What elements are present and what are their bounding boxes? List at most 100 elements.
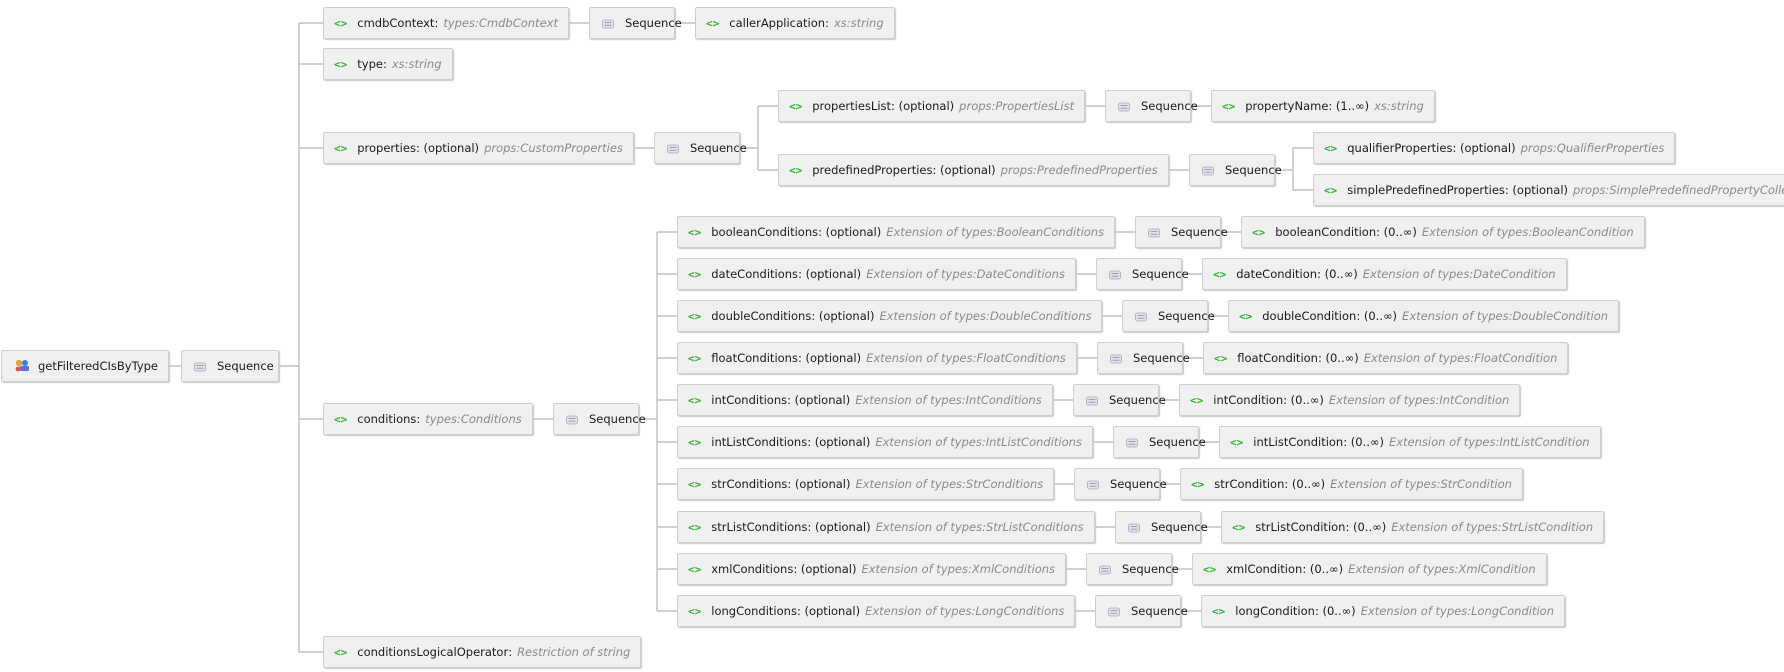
sequence-label: Sequence — [1132, 267, 1189, 281]
element-node[interactable]: <>conditionsLogicalOperator :Restriction… — [323, 636, 642, 668]
element-cardinality: : (optional) — [811, 309, 875, 323]
element-cardinality: : (optional) — [932, 163, 996, 177]
sequence-node[interactable]: Sequence — [1097, 342, 1190, 374]
element-node[interactable]: <>type :xs:string — [323, 48, 453, 80]
element-cardinality: : — [416, 412, 421, 426]
element-name: intListConditions — [711, 435, 808, 449]
element-node[interactable]: <>booleanCondition : (0..∞)Extension of … — [1241, 216, 1645, 248]
element-cardinality: : (optional) — [787, 477, 851, 491]
element-node[interactable]: <>strCondition : (0..∞)Extension of type… — [1180, 468, 1523, 500]
element-name: cmdbContext — [357, 16, 435, 30]
element-node[interactable]: <>floatConditions : (optional)Extension … — [677, 342, 1077, 374]
element-type: Extension of types:BooleanCondition — [1421, 225, 1634, 239]
sequence-icon — [1148, 227, 1160, 238]
element-icon: <> — [1324, 183, 1338, 197]
element-name: strListConditions — [711, 520, 808, 534]
element-node[interactable]: <>floatCondition : (0..∞)Extension of ty… — [1203, 342, 1569, 374]
element-node[interactable]: <>dateCondition : (0..∞)Extension of typ… — [1202, 258, 1567, 290]
sequence-node[interactable]: Sequence — [1189, 154, 1282, 186]
element-name: doubleConditions — [711, 309, 812, 323]
element-node[interactable]: <>intConditions : (optional)Extension of… — [677, 384, 1053, 416]
sequence-node[interactable]: Sequence — [553, 403, 646, 435]
element-name: longCondition — [1235, 604, 1315, 618]
element-type: Extension of types:DateCondition — [1362, 267, 1556, 281]
element-name: strCondition — [1214, 477, 1285, 491]
sequence-node[interactable]: Sequence — [1074, 468, 1167, 500]
element-node[interactable]: <>strListCondition : (0..∞)Extension of … — [1221, 511, 1605, 543]
element-icon: <> — [1191, 477, 1205, 491]
element-node[interactable]: <>propertyName : (1..∞)xs:string — [1211, 90, 1435, 122]
element-node[interactable]: <>intListCondition : (0..∞)Extension of … — [1219, 426, 1601, 458]
sequence-label: Sequence — [690, 141, 747, 155]
sequence-icon — [1202, 165, 1214, 176]
element-node[interactable]: <>simplePredefinedProperties : (optional… — [1313, 174, 1784, 206]
sequence-icon — [566, 414, 578, 425]
element-node[interactable]: <>xmlCondition : (0..∞)Extension of type… — [1192, 553, 1547, 585]
sequence-icon — [1128, 522, 1140, 533]
element-cardinality: : (optional) — [891, 99, 955, 113]
sequence-icon — [602, 18, 614, 29]
sequence-node[interactable]: Sequence — [1115, 511, 1208, 543]
element-cardinality: : (optional) — [1452, 141, 1516, 155]
sequence-node[interactable]: Sequence — [1096, 258, 1189, 290]
element-cardinality: : (optional) — [798, 267, 862, 281]
element-name: callerApplication — [729, 16, 826, 30]
sequence-node[interactable]: Sequence — [1135, 216, 1228, 248]
sequence-node[interactable]: Sequence — [1095, 595, 1188, 627]
element-name: booleanConditions — [711, 225, 819, 239]
element-node[interactable]: <>strListConditions : (optional)Extensio… — [677, 511, 1095, 543]
sequence-node[interactable]: Sequence — [1105, 90, 1198, 122]
element-cardinality: : (0..∞) — [1317, 351, 1359, 365]
sequence-label: Sequence — [1225, 163, 1282, 177]
sequence-node[interactable]: Sequence — [181, 350, 279, 382]
element-name: doubleCondition — [1262, 309, 1357, 323]
element-node[interactable]: <>doubleCondition : (0..∞)Extension of t… — [1228, 300, 1620, 332]
element-node[interactable]: <>callerApplication :xs:string — [695, 7, 895, 39]
sequence-node[interactable]: Sequence — [1086, 553, 1179, 585]
element-icon: <> — [688, 477, 702, 491]
element-name: intListCondition — [1253, 435, 1344, 449]
sequence-icon — [1118, 101, 1130, 112]
element-icon: <> — [688, 562, 702, 576]
element-name: strListCondition — [1255, 520, 1346, 534]
element-node[interactable]: <>doubleConditions : (optional)Extension… — [677, 300, 1103, 332]
element-node[interactable]: <>dateConditions : (optional)Extension o… — [677, 258, 1076, 290]
element-icon: <> — [688, 267, 702, 281]
sequence-node[interactable]: Sequence — [654, 132, 747, 164]
sequence-node[interactable]: Sequence — [1122, 300, 1215, 332]
sequence-node[interactable]: Sequence — [1113, 426, 1206, 458]
element-name: xmlCondition — [1226, 562, 1303, 576]
element-name: intCondition — [1213, 393, 1284, 407]
sequence-icon — [1087, 479, 1099, 490]
element-node[interactable]: <>strConditions : (optional)Extension of… — [677, 468, 1055, 500]
element-node[interactable]: <>xmlConditions : (optional)Extension of… — [677, 553, 1067, 585]
element-cardinality: : — [508, 645, 513, 659]
element-name: floatCondition — [1237, 351, 1318, 365]
sequence-label: Sequence — [1131, 604, 1188, 618]
element-icon: <> — [1203, 562, 1217, 576]
element-node[interactable]: <>booleanConditions : (optional)Extensio… — [677, 216, 1116, 248]
element-node[interactable]: <>cmdbContext :types:CmdbContext — [323, 7, 569, 39]
element-node[interactable]: <>longCondition : (0..∞)Extension of typ… — [1201, 595, 1565, 627]
element-cardinality: : (optional) — [793, 562, 857, 576]
sequence-node[interactable]: Sequence — [589, 7, 682, 39]
element-cardinality: : (0..∞) — [1376, 225, 1417, 239]
element-node[interactable]: <>intCondition : (0..∞)Extension of type… — [1179, 384, 1521, 416]
element-node[interactable]: <>properties : (optional)props:CustomPro… — [323, 132, 634, 164]
element-type: Extension of types:IntConditions — [855, 393, 1042, 407]
root-element-node[interactable]: getFilteredCIsByType — [1, 350, 170, 382]
element-node[interactable]: <>intListConditions : (optional)Extensio… — [677, 426, 1093, 458]
element-node[interactable]: <>propertiesList : (optional)props:Prope… — [778, 90, 1086, 122]
element-name: conditionsLogicalOperator — [357, 645, 509, 659]
sequence-node[interactable]: Sequence — [1073, 384, 1166, 416]
element-name: predefinedProperties — [812, 163, 933, 177]
element-node[interactable]: <>qualifierProperties : (optional)props:… — [1313, 132, 1676, 164]
sequence-icon — [1099, 564, 1111, 575]
element-node[interactable]: <>predefinedProperties : (optional)props… — [778, 154, 1169, 186]
element-type: props:QualifierProperties — [1520, 141, 1665, 155]
element-name: propertyName — [1245, 99, 1329, 113]
element-node[interactable]: <>longConditions : (optional)Extension o… — [677, 595, 1076, 627]
element-node[interactable]: <>conditions :types:Conditions — [323, 403, 533, 435]
element-icon: <> — [789, 99, 803, 113]
